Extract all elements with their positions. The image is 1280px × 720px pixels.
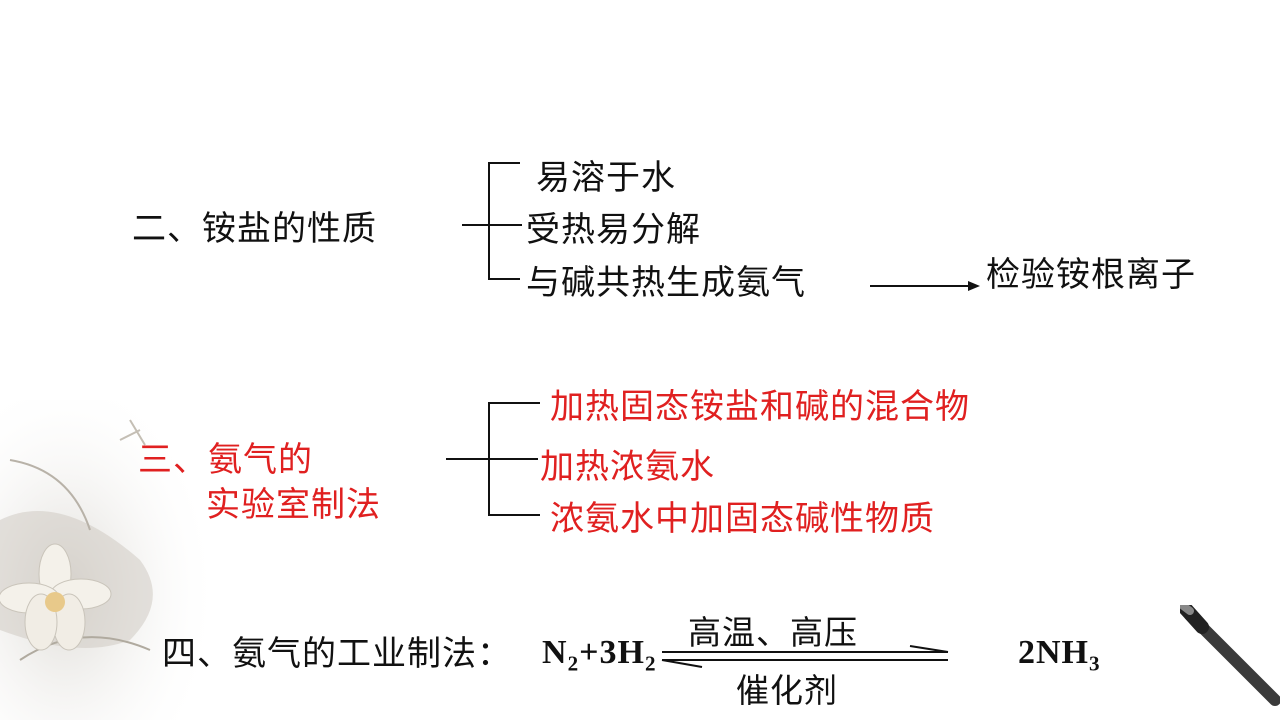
- section2-title: 二、铵盐的性质: [132, 209, 377, 249]
- product-subscript: 3: [1089, 651, 1101, 676]
- product: 2NH: [1018, 634, 1089, 671]
- section3-item: 加热固态铵盐和碱的混合物: [550, 387, 970, 427]
- reactant-h: +3H: [579, 634, 645, 671]
- section3-item: 加热浓氨水: [540, 447, 715, 487]
- reactant-h-subscript: 2: [644, 651, 657, 676]
- condition-bottom: 催化剂: [736, 671, 838, 710]
- arrow-right-icon: [870, 281, 980, 291]
- section2-bracket-stem: [462, 224, 522, 226]
- section3-title-line1: 三、氨气的: [138, 440, 313, 480]
- flower-painting-decoration: [0, 400, 220, 720]
- section4-title: 四、氨气的工业制法：: [162, 634, 512, 674]
- equation-product: 2NH3: [1018, 636, 1101, 674]
- section3-item: 浓氨水中加固态碱性物质: [550, 499, 935, 539]
- section3-bracket-bottom: [488, 514, 540, 516]
- section2-bracket-vertical: [488, 162, 490, 280]
- condition-top: 高温、高压: [688, 613, 858, 652]
- section3-bracket-vertical: [488, 402, 490, 516]
- reactant-n: N: [542, 634, 568, 671]
- equation-reactants: N2+3H2: [542, 636, 656, 674]
- section2-item: 受热易分解: [526, 210, 701, 250]
- reactant-n-subscript: 2: [567, 651, 580, 676]
- section2-result: 检验铵根离子: [986, 255, 1196, 295]
- equilibrium-arrow-icon: [661, 645, 949, 668]
- section3-bracket-stem: [446, 458, 538, 460]
- section2-bracket-top: [488, 162, 520, 164]
- section3-title-line2: 实验室制法: [206, 485, 381, 525]
- section3-bracket-top: [488, 402, 540, 404]
- section2-item: 易溶于水: [536, 158, 676, 198]
- brush-decoration: [1180, 605, 1280, 706]
- section2-bracket-bottom: [488, 278, 520, 280]
- section2-item: 与碱共热生成氨气: [526, 263, 806, 303]
